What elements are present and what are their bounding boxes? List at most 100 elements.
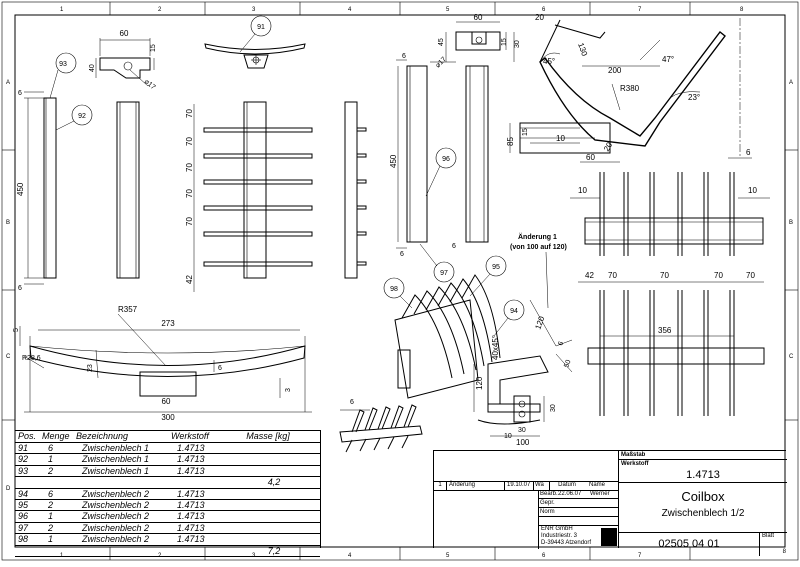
cell-masse — [239, 500, 309, 510]
dim-45deg-chute: 45° — [543, 57, 555, 66]
part-91-curved-plate — [204, 15, 306, 69]
zone-bottom-6: 6 — [542, 553, 546, 559]
rev-name: Wa — [534, 481, 550, 490]
change-note-line2: (von 100 auf 120) — [510, 244, 567, 251]
cell-masse — [239, 466, 309, 476]
zone-left-d: D — [6, 486, 11, 492]
rev-date: 19.10.07 — [505, 481, 534, 490]
balloon-91 — [250, 15, 272, 37]
zone-top-3: 3 — [252, 7, 256, 13]
dim-6-part97: 6 — [452, 243, 456, 250]
werkstoff-value: 1.4713 — [686, 469, 720, 481]
cell-masse: 4,2 — [267, 477, 281, 488]
dim-40-bracket: 40 — [89, 64, 96, 72]
zone-right-c: C — [789, 354, 794, 360]
balloon-95 — [485, 255, 507, 277]
dim-85-chute: 85 — [506, 137, 515, 146]
cell-bez: Zwischenblech 1 — [82, 454, 150, 465]
cell-menge: 2 — [48, 499, 54, 510]
part-92-93-side-view — [24, 52, 93, 285]
blatt-number: 8 — [782, 549, 786, 555]
cell-bez: Zwischenblech 1 — [82, 465, 150, 476]
dim-30-top: 30 — [514, 40, 521, 48]
dim-6-curved: 6 — [218, 365, 222, 372]
balloon-97 — [433, 261, 455, 283]
zone-bottom-7: 7 — [638, 553, 642, 559]
balloon-94 — [503, 299, 525, 321]
cell-bez — [82, 477, 177, 487]
zone-right-a: A — [789, 80, 793, 86]
cell-menge: 1 — [48, 454, 54, 465]
parts-list-row: 7,2 — [15, 546, 320, 557]
cell-masse — [239, 489, 309, 499]
col-bez-header: Bezeichnung — [76, 431, 129, 441]
dim-70-4: 70 — [185, 189, 194, 198]
dim-5: 5 — [13, 328, 20, 332]
dim-r28: R28,6 — [22, 355, 41, 362]
cell-werk: 1.4713 — [177, 511, 205, 522]
dim-10-comb-left: 10 — [578, 186, 587, 195]
dim-40x45-part94: 40x45° — [491, 335, 500, 360]
cell-menge: 1 — [48, 534, 54, 545]
dim-15-top: 15 — [501, 38, 508, 46]
company-line1: ENR GmbH — [541, 526, 573, 532]
part-97-plate — [465, 65, 489, 243]
cell-werk — [177, 546, 239, 556]
zone-ticks — [2, 2, 798, 560]
zone-bottom-5: 5 — [446, 553, 450, 559]
dim-120-part94: 120 — [475, 376, 484, 390]
cell-masse — [239, 454, 309, 464]
dim-15-bracket: 15 — [150, 44, 157, 52]
narrow-plate-with-stubs — [344, 101, 367, 279]
blatt-label: Blatt — [762, 533, 775, 539]
cell-bez: Zwischenblech 2 — [82, 511, 150, 522]
drawing-title: Coilbox — [681, 489, 725, 504]
dim-6-part96-top: 6 — [402, 53, 406, 60]
dim-10-part94: 10 — [504, 433, 512, 440]
dim-70-1: 70 — [185, 109, 194, 118]
title-block: 1 Änderung 19.10.07 Wa Datum Name Bearb.… — [433, 450, 787, 556]
comb-isometric-large — [383, 255, 525, 399]
balloon-94-label: 94 — [510, 308, 518, 315]
cell-werk — [177, 477, 239, 487]
dim-60-chute: 60 — [586, 153, 595, 162]
dim-60-bracket: 60 — [120, 29, 129, 38]
dim-6-small-comb: 6 — [350, 399, 354, 406]
curved-plate-r357 — [19, 313, 312, 413]
dim-6-chute: 6 — [746, 148, 751, 157]
cell-menge: 2 — [48, 522, 54, 533]
cell-bez: Zwischenblech 2 — [82, 488, 150, 499]
balloon-92-label: 92 — [78, 113, 86, 120]
dim-50-part94: 50 — [563, 359, 572, 369]
dim-100-part94: 100 — [516, 438, 530, 447]
dim-15-chute: 15 — [522, 128, 529, 136]
dim-dia17-bracket: ⌀17 — [143, 78, 157, 91]
rev-no: 1 — [434, 481, 447, 490]
dim-70-2: 70 — [185, 137, 194, 146]
zone-bottom-4: 4 — [348, 553, 352, 559]
balloon-98-label: 98 — [390, 286, 398, 293]
dim-23deg-chute: 23° — [688, 93, 700, 102]
dim-70-comb-3: 70 — [714, 271, 723, 280]
col-name: Name — [588, 482, 605, 488]
dim-10-chute: 10 — [556, 134, 565, 143]
dim-450-left: 450 — [16, 182, 25, 196]
col-menge-header: Menge — [42, 431, 70, 441]
dim-70-comb-2: 70 — [660, 271, 669, 280]
dim-r357: R357 — [118, 305, 138, 314]
bracket-detail — [95, 38, 155, 87]
comb-assembly-front-view — [587, 290, 765, 416]
zone-top-8: 8 — [740, 7, 744, 13]
cell-bez: Zwischenblech 2 — [82, 499, 150, 510]
parts-list-header: Pos. Menge Bezeichnung Werkstoff Masse [… — [15, 431, 320, 443]
cell-menge: 1 — [48, 511, 54, 522]
cell-pos: 98 — [18, 534, 29, 545]
dim-3: 3 — [285, 388, 292, 392]
